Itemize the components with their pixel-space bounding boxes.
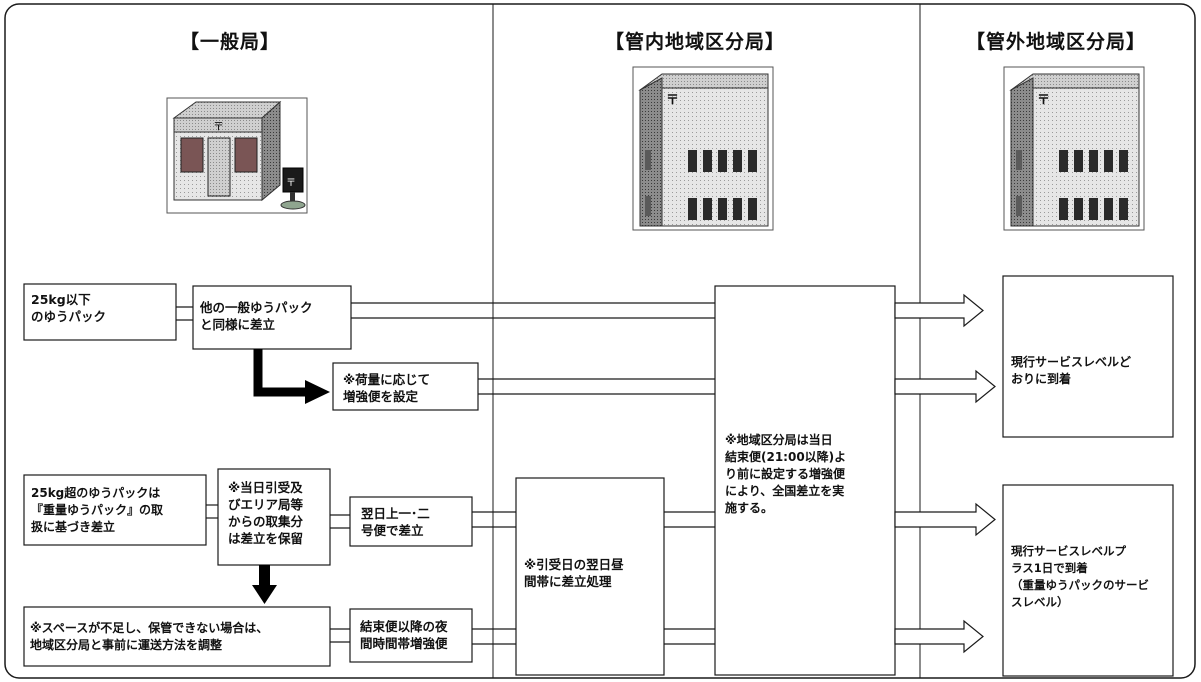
label-extra-flights: ※荷量に応じて 増強便を設定 — [343, 372, 431, 404]
box-over25 — [23, 474, 207, 546]
box-result-plus1 — [1002, 484, 1174, 677]
box-next-morning — [349, 496, 473, 547]
label-result-plus1: 現行サービスレベルプ ラス1日で到着 （重量ゆうパックのサービ スレベル） — [1011, 544, 1149, 609]
box-space-note — [23, 606, 331, 667]
label-next-day-process: ※引受日の翌日昼 間帯に差立処理 — [524, 557, 624, 589]
box-next-day-process — [515, 477, 665, 676]
arrow-row-1 — [351, 293, 984, 328]
arrow-row-2 — [478, 369, 996, 404]
label-sort-office-note: ※地域区分局は当日 結束便(21:00以降)よ り前に設定する増強便 により、全… — [725, 433, 847, 515]
box-extra-flights — [332, 362, 479, 411]
label-next-morning: 翌日上一･二 号便で差立 — [361, 506, 430, 538]
outer-frame — [4, 3, 1196, 679]
label-hold-note: ※当日引受及 びエリア局等 からの取集分 は差立を保留 — [228, 480, 304, 546]
outer-sorting-center-icon: 〒 — [1003, 66, 1145, 231]
regional-sorting-center-icon: 〒 — [632, 66, 774, 231]
label-under25: 25kg以下 のゆうパック — [31, 292, 107, 324]
svg-text:〒: 〒 — [286, 178, 296, 189]
arrow-row-3 — [472, 502, 996, 537]
bold-elbow-arrow — [253, 349, 330, 404]
svg-text:〒: 〒 — [666, 93, 679, 108]
arrow-row-4 — [472, 619, 984, 654]
label-space-note: ※スペースが不足し、保管できない場合は、 地域区分局と事前に運送方法を調整 — [30, 621, 269, 652]
box-under25 — [23, 283, 177, 341]
svg-text:〒: 〒 — [213, 120, 224, 133]
bold-down-arrow — [252, 565, 277, 604]
post-office-building-icon: 〒 〒 — [166, 97, 308, 214]
label-night-flight: 結束便以降の夜 間時間帯増強便 — [360, 619, 448, 651]
box-sort-office-note — [714, 285, 896, 676]
header-general-office: 【一般局】 — [180, 31, 281, 53]
label-over25: 25kg超のゆうパックは 『重量ゆうパック』の取 扱に基づき差立 — [31, 486, 164, 534]
svg-text:〒: 〒 — [1037, 93, 1050, 108]
box-result-normal — [1002, 275, 1174, 438]
label-same-as-others: 他の一般ゆうパック と同様に差立 — [200, 300, 313, 332]
header-outer-sorting-office: 【管外地域区分局】 — [966, 31, 1147, 53]
box-night-flight — [349, 608, 473, 663]
box-hold-note — [217, 468, 331, 566]
header-inner-sorting-office: 【管内地域区分局】 — [605, 31, 786, 53]
label-result-normal: 現行サービスレベルど おりに到着 — [1011, 355, 1132, 386]
